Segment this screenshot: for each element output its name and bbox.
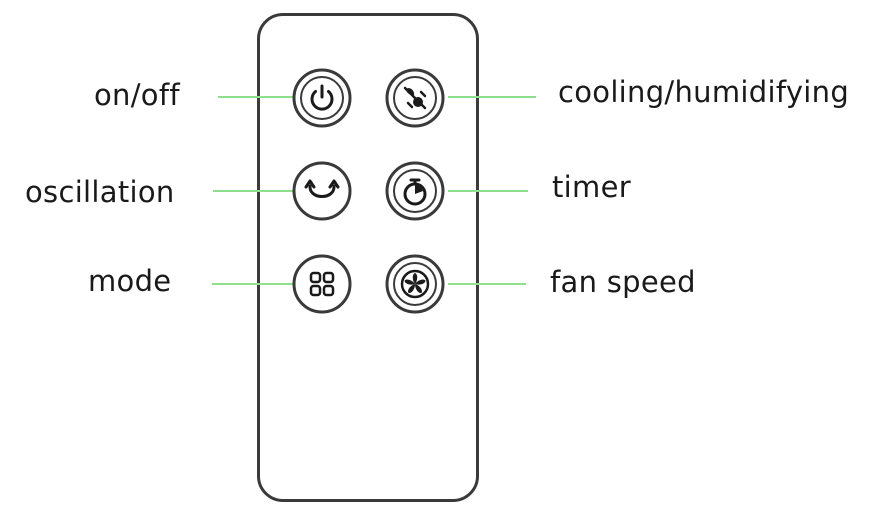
leader-line-oscillation [213,190,294,192]
label-on-off: on/off [94,78,180,112]
label-mode: mode [88,264,172,298]
label-fan-speed: fan speed [550,265,696,299]
leader-line-cooling-humidifying [448,96,536,98]
timer-button[interactable] [384,160,446,222]
power-icon [292,68,352,128]
label-cooling-humidifying: cooling/humidifying [558,75,850,109]
fan-icon [385,254,445,314]
label-timer: timer [552,170,631,204]
on-off-button[interactable] [291,67,353,129]
mode-grid-icon [292,254,352,314]
oscillation-button[interactable] [291,160,353,222]
cooling-humidifying-icon [385,68,445,128]
oscillation-icon [292,161,352,221]
cooling-humidifying-button[interactable] [384,67,446,129]
leader-line-on-off [218,96,294,98]
fan-speed-button[interactable] [384,253,446,315]
label-oscillation: oscillation [25,175,175,209]
leader-line-fan-speed [448,283,526,285]
timer-icon [385,161,445,221]
leader-line-mode [212,283,294,285]
mode-button[interactable] [291,253,353,315]
leader-line-timer [448,190,528,192]
